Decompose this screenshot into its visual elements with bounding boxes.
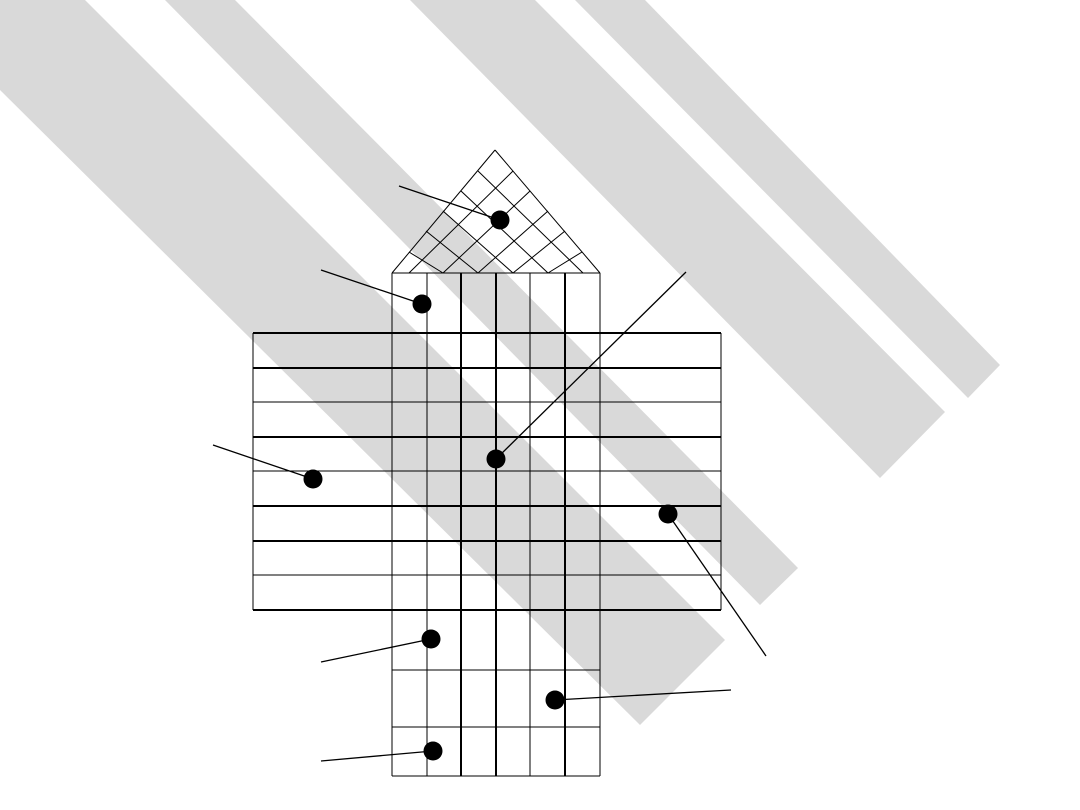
callout-left-wing: [212, 444, 323, 489]
callout-lower-bottom: [320, 741, 443, 762]
callout-roof: [398, 185, 510, 230]
callout-lower-upper: [320, 629, 441, 663]
callout-dot: [303, 469, 323, 489]
leader-line: [320, 638, 432, 663]
horizontal-wings: [252, 332, 722, 611]
leader-line: [554, 689, 732, 701]
callouts: [212, 185, 767, 762]
callout-dot: [421, 629, 441, 649]
leader-line: [667, 513, 767, 657]
callout-center: [486, 271, 687, 469]
leader-line: [212, 444, 314, 480]
building-grid: [252, 149, 722, 777]
background-band: [0, 0, 725, 725]
callout-dot: [412, 294, 432, 314]
callout-lower-middle: [545, 689, 732, 710]
leader-line: [398, 185, 501, 221]
callout-right-wing: [658, 504, 767, 657]
background-band: [575, 0, 1000, 398]
callout-dot: [545, 690, 565, 710]
background-band: [165, 0, 798, 605]
background-bands: [0, 0, 1000, 725]
callout-dot: [486, 449, 506, 469]
callout-dot: [423, 741, 443, 761]
callout-dot: [490, 210, 510, 230]
callout-tower-top: [320, 269, 432, 314]
leader-line: [320, 750, 434, 762]
leader-line: [320, 269, 423, 305]
background-band: [410, 0, 945, 478]
callout-dot: [658, 504, 678, 524]
leader-line: [495, 271, 687, 460]
